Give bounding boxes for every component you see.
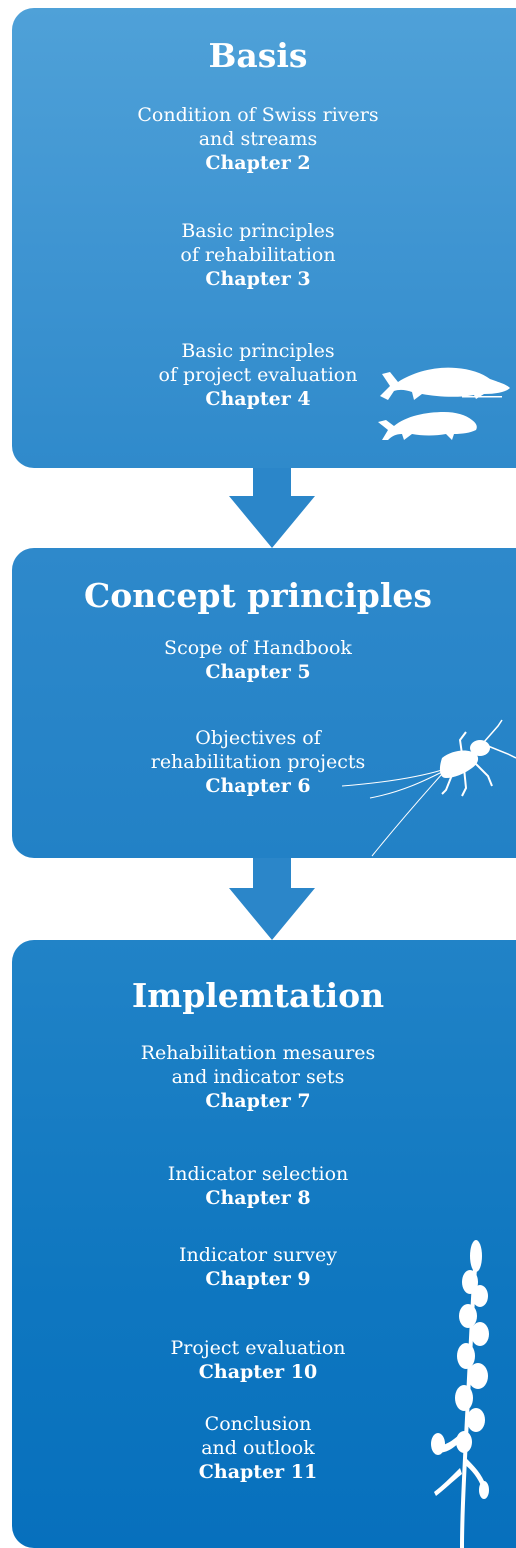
impl-item-measures: Rehabilitation mesaures and indicator se…	[12, 1041, 504, 1113]
chapter-label: Chapter 6	[205, 775, 311, 797]
fish-silhouette-icon	[378, 367, 510, 440]
plant-silhouette-icon	[431, 1240, 489, 1548]
item-text-line: and streams	[198, 128, 318, 150]
item-text-line: Scope of Handbook	[164, 637, 352, 659]
item-text-line: Condition of Swiss rivers	[137, 104, 379, 126]
impl-item-survey: Indicator survey Chapter 9	[12, 1243, 504, 1291]
chapter-label: Chapter 4	[205, 388, 311, 410]
item-text-line: and outlook	[201, 1437, 315, 1459]
basis-title: Basis	[208, 36, 308, 75]
item-text-line: Rehabilitation mesaures	[140, 1042, 376, 1064]
item-text-line: of rehabilitation	[180, 244, 336, 266]
chapter-label: Chapter 9	[205, 1268, 311, 1290]
basis-item-evaluation: Basic principles of project evaluation C…	[12, 339, 504, 411]
item-text-line: and indicator sets	[171, 1066, 345, 1088]
concept-principles-title: Concept principles	[84, 576, 432, 615]
implementation-panel: Implemtation Rehabilitation mesaures and…	[12, 940, 516, 1548]
impl-item-selection: Indicator selection Chapter 8	[12, 1162, 504, 1210]
basis-item-rehabilitation: Basic principles of rehabilitation Chapt…	[12, 219, 504, 291]
basis-item-condition: Condition of Swiss rivers and streams Ch…	[12, 103, 504, 175]
item-text-line: Indicator selection	[167, 1163, 349, 1185]
concept-principles-panel: Concept principles Scope of Handbook Cha…	[12, 548, 516, 858]
item-text-line: Basic principles	[181, 340, 335, 362]
impl-item-conclusion: Conclusion and outlook Chapter 11	[12, 1412, 504, 1484]
chapter-label: Chapter 8	[205, 1187, 311, 1209]
item-text-line: Objectives of	[195, 727, 321, 749]
chapter-label: Chapter 11	[198, 1461, 318, 1483]
item-text-line: rehabilitation projects	[150, 751, 366, 773]
implementation-title: Implemtation	[131, 976, 385, 1015]
item-text-line: Project evaluation	[170, 1337, 346, 1359]
chapter-label: Chapter 5	[205, 661, 311, 683]
concept-item-objectives: Objectives of rehabilitation projects Ch…	[12, 726, 504, 798]
down-arrow-icon	[229, 468, 315, 548]
item-text-line: of project evaluation	[158, 364, 358, 386]
item-text-line: Conclusion	[204, 1413, 312, 1435]
mayfly-larva-silhouette-icon	[342, 719, 516, 857]
chapter-label: Chapter 2	[205, 152, 311, 174]
chapter-label: Chapter 10	[198, 1361, 318, 1383]
down-arrow-icon	[229, 858, 315, 940]
item-text-line: Indicator survey	[179, 1244, 337, 1266]
concept-item-scope: Scope of Handbook Chapter 5	[12, 636, 504, 684]
chapter-label: Chapter 3	[205, 268, 311, 290]
impl-item-evaluation: Project evaluation Chapter 10	[12, 1336, 504, 1384]
basis-panel: Basis Condition of Swiss rivers and stre…	[12, 8, 516, 468]
chapter-label: Chapter 7	[205, 1090, 311, 1112]
item-text-line: Basic principles	[181, 220, 335, 242]
